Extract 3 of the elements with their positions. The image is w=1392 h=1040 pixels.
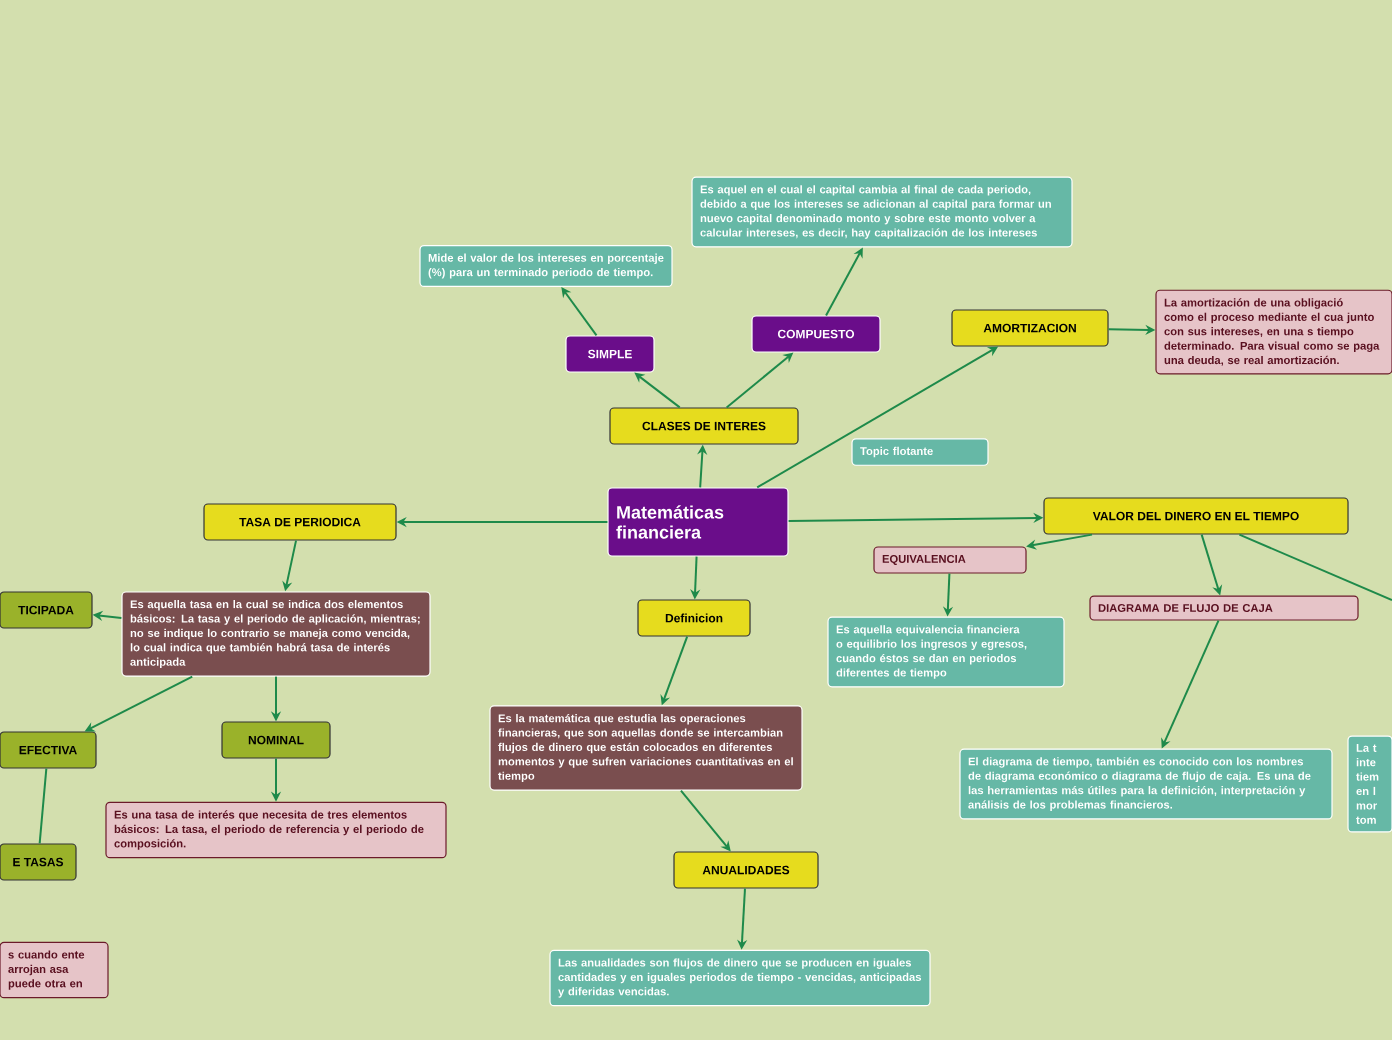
- arrow: [561, 287, 598, 337]
- central-topic: Matemáticas financiera: [607, 487, 789, 557]
- arrow: [634, 372, 681, 409]
